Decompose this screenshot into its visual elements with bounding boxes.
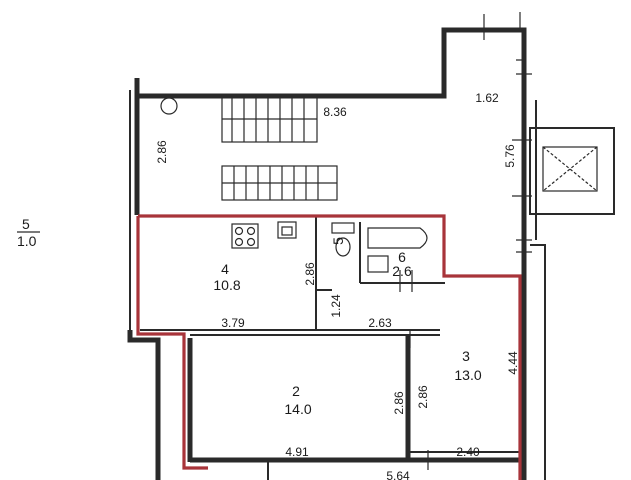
room-label-6: 6 2.6 xyxy=(392,249,412,279)
ventilation-shaft-icon xyxy=(529,127,615,215)
dimension-labels: 8.36 2.86 1.62 5.76 3.79 2.86 2.63 1.24 … xyxy=(155,91,520,480)
riser-icon xyxy=(160,97,178,115)
dim-room2-height-left: 2.86 xyxy=(392,391,406,415)
dimension-ticks xyxy=(399,12,532,470)
room-2-area: 14.0 xyxy=(284,401,311,417)
dim-room2-width: 4.91 xyxy=(285,445,309,459)
external-area: 1.0 xyxy=(17,233,37,249)
dim-corridor-width: 2.63 xyxy=(368,316,392,330)
external-area-label: 5 1.0 xyxy=(17,216,40,249)
room-6-number: 6 xyxy=(398,249,406,265)
dim-room4-width: 3.79 xyxy=(221,316,245,330)
room-4-area: 10.8 xyxy=(213,277,240,293)
room-label-5: 5 xyxy=(330,237,346,245)
stove-icon xyxy=(231,223,259,249)
dim-bottom-width: 5.64 xyxy=(386,469,410,480)
dim-room3-width: 2.40 xyxy=(456,445,480,459)
dim-room3-height: 4.44 xyxy=(506,351,520,375)
room-3-area: 13.0 xyxy=(454,367,481,383)
staircase xyxy=(221,95,338,201)
apartment-boundary xyxy=(136,214,522,480)
room-label-3: 3 13.0 xyxy=(454,348,481,383)
external-number: 5 xyxy=(22,216,30,232)
room-3-number: 3 xyxy=(462,348,470,364)
room-4-number: 4 xyxy=(221,261,229,277)
bathtub-icon xyxy=(367,227,428,249)
washbasin-icon xyxy=(367,255,389,273)
room-6-area: 2.6 xyxy=(392,263,412,279)
dim-stair-width: 8.36 xyxy=(323,105,347,119)
dim-stair-height: 2.86 xyxy=(155,140,169,164)
dim-shaft-height: 5.76 xyxy=(503,144,517,168)
sink-icon xyxy=(277,221,297,239)
room-2-number: 2 xyxy=(292,383,300,399)
room-5-number: 5 xyxy=(330,237,346,245)
internal-walls xyxy=(140,215,524,480)
room-label-2: 2 14.0 xyxy=(284,383,311,417)
toilet-icon xyxy=(331,222,355,257)
outer-walls xyxy=(127,27,546,480)
dim-landing-width: 1.62 xyxy=(475,91,499,105)
dim-room4-height: 2.86 xyxy=(303,262,317,286)
room-label-4: 4 10.8 xyxy=(213,261,240,293)
dim-corridor-height: 1.24 xyxy=(329,294,343,318)
dim-room2-height-right: 2.86 xyxy=(416,385,430,409)
